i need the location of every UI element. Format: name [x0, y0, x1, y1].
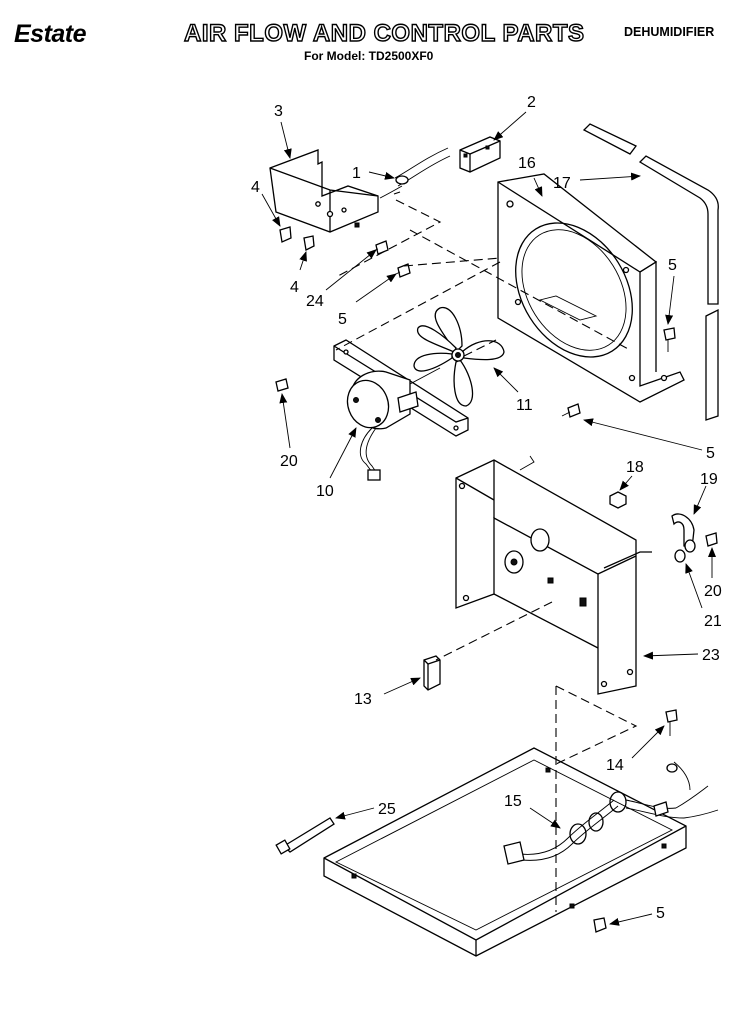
relay-part: [423, 655, 441, 691]
gasket-strip-part: [582, 123, 719, 421]
drain-tube-part: [275, 817, 335, 855]
callout-16: 16: [518, 155, 536, 172]
control-switch-part: [459, 136, 501, 173]
callout-13: 13: [354, 691, 372, 708]
callout-18: 18: [626, 459, 644, 476]
callout-11: 11: [516, 397, 533, 414]
callout-4: 4: [290, 279, 299, 296]
callout-4: 4: [251, 179, 260, 196]
callout-17: 17: [553, 175, 571, 192]
strap-part: [671, 513, 696, 563]
callout-1: 1: [352, 165, 361, 182]
power-cord-part: [503, 785, 719, 865]
callout-10: 10: [316, 483, 334, 500]
model-subtitle: For Model: TD2500XF0: [304, 49, 434, 63]
callout-14: 14: [606, 757, 624, 774]
callout-23: 23: [702, 647, 720, 664]
ground-screw-part: [665, 709, 691, 791]
callout-19: 19: [700, 471, 718, 488]
callout-3: 3: [274, 103, 283, 120]
brand-logo: Estate: [14, 20, 87, 48]
callout-5: 5: [668, 257, 677, 274]
fan-shroud-panel-part: [497, 173, 685, 403]
fan-blade-part: [413, 307, 505, 407]
callout-21: 21: [704, 613, 722, 630]
control-housing-part: [455, 455, 652, 695]
clip-part: [279, 226, 315, 251]
knob-part: [379, 147, 451, 199]
callout-5: 5: [338, 311, 347, 328]
leader-arrows: [261, 111, 716, 926]
callout-15: 15: [504, 793, 522, 810]
callout-labels: 3 2 1 4 4 24 5 16 17 5 11 20 10 5 18 19 …: [251, 94, 722, 922]
callout-25: 25: [378, 801, 396, 818]
callout-20: 20: [280, 453, 298, 470]
page-title: AIR FLOW AND CONTROL PARTS: [183, 19, 585, 47]
product-category: DEHUMIDIFIER: [624, 25, 715, 39]
callout-5: 5: [706, 445, 715, 462]
screw-part: [369, 240, 389, 255]
control-bracket-part: [269, 149, 379, 233]
callout-20: 20: [704, 583, 722, 600]
callout-5: 5: [656, 905, 665, 922]
callout-2: 2: [527, 94, 536, 111]
nut-part: [609, 491, 627, 509]
screw-part: [275, 378, 718, 547]
callout-24: 24: [306, 293, 324, 310]
fan-motor-part: [346, 367, 441, 481]
